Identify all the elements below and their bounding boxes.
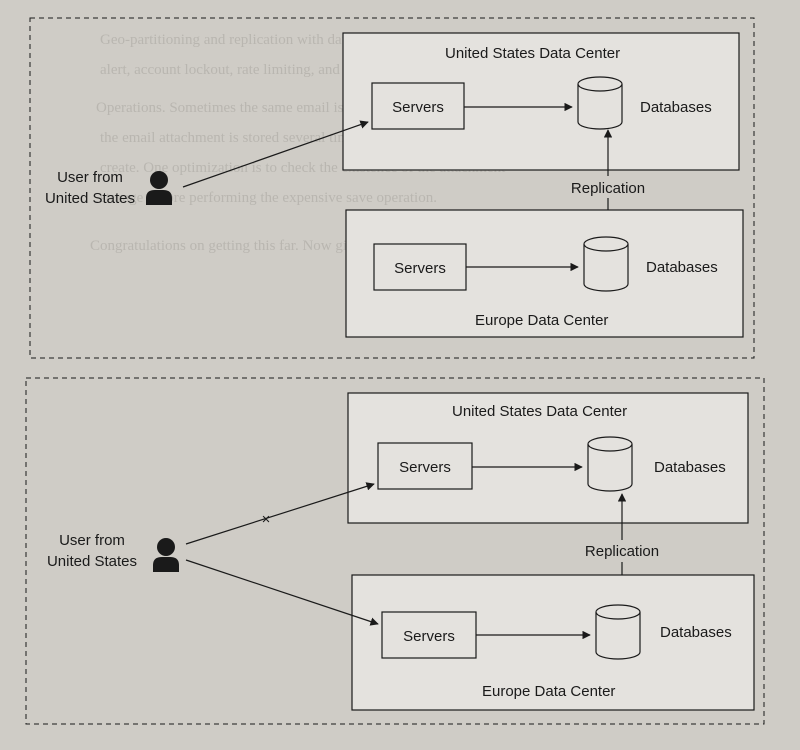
bottom-us-servers-label: Servers xyxy=(399,459,451,476)
background-page-text: Geo-partitioning and replication with da… xyxy=(90,32,650,254)
bottom-eu-datacenter-title: Europe Data Center xyxy=(482,683,615,700)
bottom-us-database-icon[interactable] xyxy=(587,436,633,492)
top-us-database-icon[interactable] xyxy=(577,76,623,130)
top-eu-datacenter-title: Europe Data Center xyxy=(475,312,608,329)
bottom-diagram: United States Data Center Servers Databa… xyxy=(25,377,765,725)
bottom-us-databases-label: Databases xyxy=(654,459,726,476)
top-user-label-line2: United States xyxy=(45,190,135,207)
top-us-servers-label: Servers xyxy=(392,99,444,116)
bottom-user-to-us-servers-failed-arrow xyxy=(185,482,375,545)
top-us-databases-label: Databases xyxy=(640,99,712,116)
bottom-user-label-line1: User from xyxy=(59,532,125,549)
top-us-datacenter-title: United States Data Center xyxy=(445,45,620,62)
bottom-user-icon[interactable] xyxy=(153,538,179,572)
bottom-failed-connection-mark: × xyxy=(262,511,271,528)
top-user-to-us-servers-arrow xyxy=(182,120,369,188)
bottom-user-label-line2: United States xyxy=(47,553,137,570)
top-eu-databases-label: Databases xyxy=(646,259,718,276)
top-user-icon[interactable] xyxy=(146,171,172,205)
bottom-user-to-eu-servers-arrow xyxy=(185,559,379,626)
bottom-eu-databases-label: Databases xyxy=(660,624,732,641)
bottom-us-servers-box[interactable] xyxy=(377,442,473,490)
bottom-eu-servers-label: Servers xyxy=(403,628,455,645)
top-diagram: United States Data Center Servers Databa… xyxy=(29,17,755,359)
top-user-label-line1: User from xyxy=(57,169,123,186)
bottom-replication-label: Replication xyxy=(585,543,659,560)
top-eu-servers-box[interactable] xyxy=(373,243,467,291)
bottom-us-datacenter-title: United States Data Center xyxy=(452,403,627,420)
top-us-servers-box[interactable] xyxy=(371,82,465,130)
top-dashed-frame xyxy=(29,17,755,359)
top-eu-servers-label: Servers xyxy=(394,260,446,277)
top-replication-label: Replication xyxy=(571,180,645,197)
bottom-dashed-frame xyxy=(25,377,765,725)
top-eu-database-icon[interactable] xyxy=(583,236,629,292)
background-text-line: storage before performing the expensive … xyxy=(100,190,437,206)
bottom-eu-database-icon[interactable] xyxy=(595,604,641,660)
